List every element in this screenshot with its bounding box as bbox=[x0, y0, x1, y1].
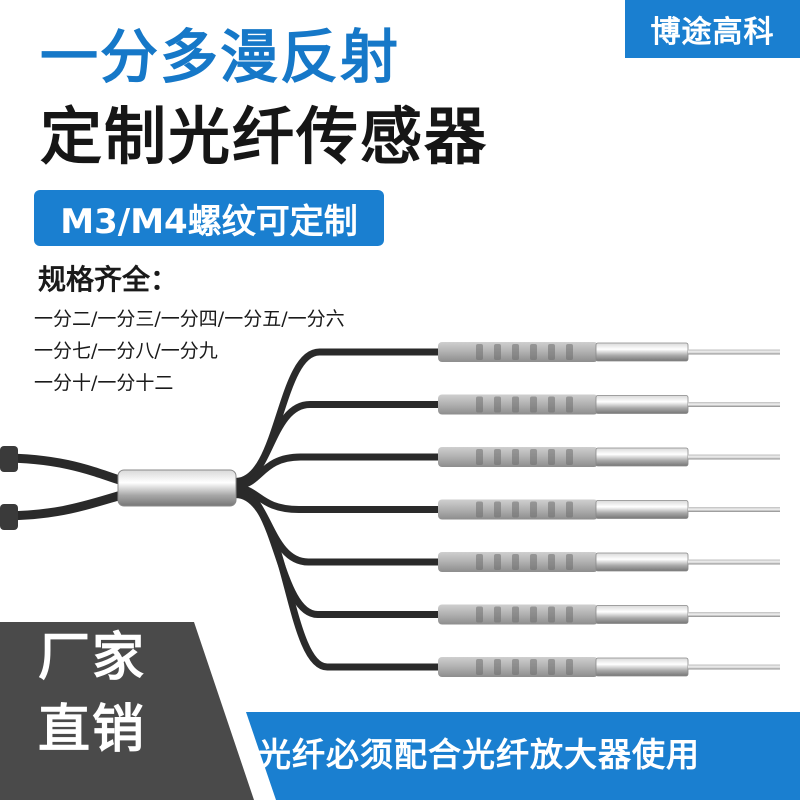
boot-rib bbox=[530, 396, 537, 413]
probe bbox=[438, 499, 780, 520]
boot-rib bbox=[494, 659, 501, 675]
thread-badge-text: M3/M4螺纹可定制 bbox=[60, 201, 358, 242]
corner-badge-line2: 直销 bbox=[38, 700, 147, 760]
boot-rib bbox=[566, 659, 573, 675]
probe-needle bbox=[688, 349, 780, 355]
spec-heading: 规格齐全： bbox=[38, 263, 179, 296]
boot-rib bbox=[548, 659, 555, 675]
brand-badge: 博途高科 bbox=[625, 0, 800, 58]
boot-rib bbox=[476, 554, 483, 570]
probe-needle bbox=[688, 454, 780, 460]
fiber-cable bbox=[235, 453, 440, 490]
probe-needle bbox=[688, 559, 780, 565]
boot-rib bbox=[548, 501, 555, 518]
probe bbox=[438, 394, 780, 415]
boot-rib bbox=[476, 344, 483, 360]
spec-line: 一分二/一分三/一分四/一分五/一分六 bbox=[34, 308, 345, 330]
probe-needle bbox=[688, 612, 780, 617]
boot-rib bbox=[548, 449, 555, 465]
probe bbox=[438, 342, 780, 362]
corner-badge-line1: 厂家 bbox=[38, 628, 147, 688]
probe-needle bbox=[688, 402, 780, 407]
headline-line2: 定制光纤传感器 bbox=[40, 100, 489, 173]
bottom-banner-bg bbox=[246, 712, 800, 800]
cable-end-upper bbox=[0, 446, 18, 472]
boot-rib bbox=[530, 501, 537, 518]
boot-rib bbox=[476, 501, 483, 518]
boot-rib bbox=[494, 501, 501, 518]
boot-rib bbox=[530, 554, 537, 570]
boot-rib bbox=[548, 554, 555, 570]
boot-rib bbox=[566, 606, 573, 623]
boot-rib bbox=[512, 396, 519, 413]
boot-rib bbox=[548, 396, 555, 413]
probe bbox=[438, 447, 780, 467]
brand-name: 博途高科 bbox=[650, 15, 775, 50]
probe bbox=[438, 552, 780, 572]
boot-rib bbox=[512, 659, 519, 675]
cable-end-lower bbox=[0, 504, 18, 530]
corner-badge-bg bbox=[0, 622, 254, 800]
boot-rib bbox=[476, 449, 483, 465]
boot-rib bbox=[512, 554, 519, 570]
spec-line: 一分七/一分八/一分九 bbox=[34, 340, 218, 362]
boot-rib bbox=[512, 344, 519, 360]
boot-rib bbox=[566, 501, 573, 518]
boot-rib bbox=[566, 396, 573, 413]
boot-rib bbox=[476, 396, 483, 413]
boot-rib bbox=[530, 449, 537, 465]
input-cable-upper bbox=[0, 453, 127, 487]
fiber-cable bbox=[235, 491, 440, 671]
boot-rib bbox=[512, 501, 519, 518]
headline-line1: 一分多漫反射 bbox=[40, 23, 401, 91]
boot-rib bbox=[512, 606, 519, 623]
thread-badge: M3/M4螺纹可定制 bbox=[34, 190, 384, 246]
splitter-sleeve bbox=[117, 469, 237, 507]
boot-rib bbox=[494, 344, 501, 360]
boot-rib bbox=[512, 449, 519, 465]
boot-rib bbox=[548, 606, 555, 623]
bottom-banner-text: 光纤必须配合光纤放大器使用 bbox=[258, 735, 700, 774]
probe bbox=[438, 604, 780, 625]
boot-rib bbox=[566, 449, 573, 465]
boot-rib bbox=[494, 449, 501, 465]
boot-rib bbox=[566, 554, 573, 570]
probe-needle bbox=[688, 507, 780, 512]
boot-rib bbox=[494, 606, 501, 623]
boot-rib bbox=[530, 344, 537, 360]
boot-rib bbox=[494, 554, 501, 570]
boot-rib bbox=[494, 396, 501, 413]
boot-rib bbox=[548, 344, 555, 360]
probe-needle bbox=[688, 664, 780, 670]
input-cable-lower bbox=[0, 489, 127, 521]
probe bbox=[438, 657, 780, 677]
boot-rib bbox=[476, 659, 483, 675]
boot-rib bbox=[530, 606, 537, 623]
boot-rib bbox=[530, 659, 537, 675]
boot-rib bbox=[566, 344, 573, 360]
boot-rib bbox=[476, 606, 483, 623]
spec-line: 一分十/一分十二 bbox=[34, 372, 174, 394]
